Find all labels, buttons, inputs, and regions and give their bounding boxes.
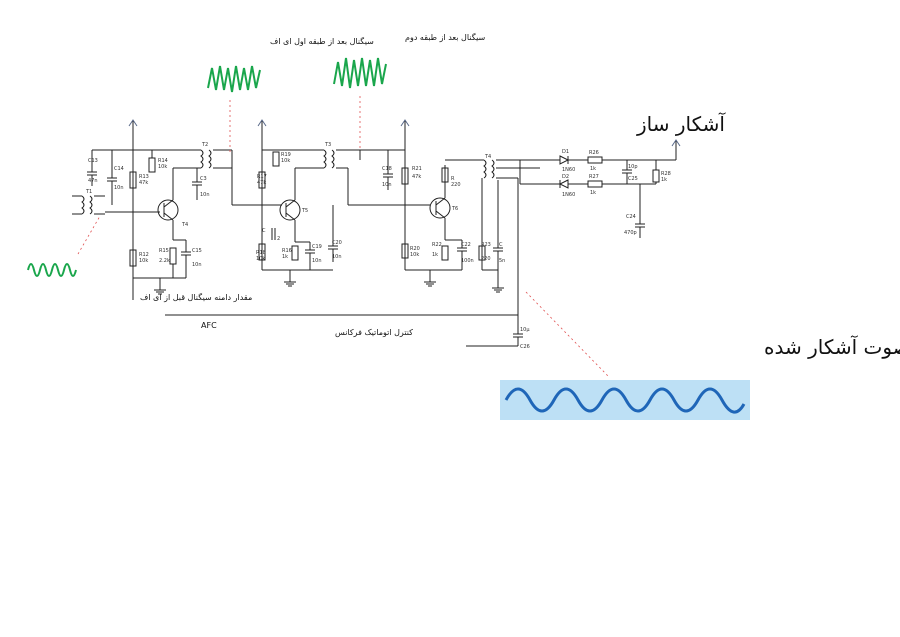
transformer-t2: T2 bbox=[200, 142, 212, 169]
stage-3-amplifier: C18 10n R21 47k R20 10k T6 R 220 R22 1k bbox=[360, 119, 505, 293]
r26-value: 1k bbox=[590, 166, 596, 172]
c14-value: 10n bbox=[114, 185, 124, 191]
r20-value: 10k bbox=[410, 252, 419, 258]
annotation-stage2: سیگنال بعد از طبقه دوم bbox=[333, 32, 486, 150]
c14-label: C14 bbox=[114, 166, 124, 172]
detector-section: D1 1N60 D2 1N60 R26 1k R27 1k 10p C25 bbox=[466, 139, 681, 350]
t1-label: T1 bbox=[85, 189, 92, 195]
t4-xfmr-label: T4 bbox=[484, 154, 491, 160]
annotation-stage1: سیگنال بعد از طبقه اول ای اف bbox=[207, 36, 374, 155]
c-small-value: 5n bbox=[499, 258, 505, 264]
c18-value: 10n bbox=[382, 182, 392, 188]
transistor-t5: T5 bbox=[279, 199, 308, 221]
r23-value: 220 bbox=[481, 256, 491, 262]
diode-d2: D2 1N60 bbox=[558, 174, 575, 198]
c22-value: 100n bbox=[461, 258, 474, 264]
transistor-t6: T6 bbox=[429, 197, 458, 219]
c-label: C bbox=[262, 228, 266, 234]
r17-label: R17 bbox=[257, 174, 267, 180]
c-value: 2 bbox=[277, 236, 280, 242]
r18-label: R18 bbox=[256, 250, 266, 256]
t3-label: T3 bbox=[324, 142, 331, 148]
r16-value: 1k bbox=[282, 254, 288, 260]
t4-label: T4 bbox=[181, 222, 188, 228]
c20-label: C20 bbox=[332, 240, 342, 246]
c26-value: 10μ bbox=[520, 327, 530, 333]
transformer-t4: T4 bbox=[483, 154, 495, 179]
r20-label: R20 bbox=[410, 246, 420, 252]
r15-value: 2.2k bbox=[159, 258, 170, 264]
transformer-t1: T1 bbox=[72, 189, 105, 215]
d2-label: D2 bbox=[562, 174, 569, 180]
r28-label: R28 bbox=[661, 171, 671, 177]
r27-label: R27 bbox=[589, 174, 599, 180]
r-value: 220 bbox=[451, 182, 461, 188]
r22-value: 1k bbox=[432, 252, 438, 258]
r19-label: R19 bbox=[281, 152, 291, 158]
signal-after-if1-label: سیگنال بعد از طبقه اول ای اف bbox=[270, 36, 374, 46]
c25-label: C25 bbox=[628, 176, 638, 182]
detected-audio-label: صوت آشکار شده bbox=[764, 334, 900, 359]
afc-label: AFC bbox=[201, 321, 217, 330]
transformer-t3: T3 bbox=[323, 142, 335, 169]
d1-label: D1 bbox=[562, 149, 569, 155]
r21-value: 47k bbox=[412, 174, 421, 180]
stage-1-if-amplifier: T1 C13 47n C14 10n R13 47k R14 10k bbox=[72, 119, 233, 300]
transistor-t4: T4 bbox=[157, 199, 188, 228]
r26-label: R26 bbox=[589, 150, 599, 156]
r16-label: R16 bbox=[282, 248, 292, 254]
t6-label: T6 bbox=[451, 206, 458, 212]
annotation-input: مقدار دامنه سیگنال قبل از ای اف bbox=[27, 215, 252, 302]
r27-value: 1k bbox=[590, 190, 596, 196]
c20-value: 10n bbox=[332, 254, 342, 260]
input-wave bbox=[27, 263, 77, 277]
r18-value: 10k bbox=[256, 256, 265, 262]
c24-value: 470p bbox=[624, 230, 637, 236]
c13-label: C13 bbox=[88, 158, 98, 164]
c19-value: 10n bbox=[312, 258, 322, 264]
c19-label: C19 bbox=[312, 244, 322, 250]
r23-label: R23 bbox=[481, 242, 491, 248]
r14-value: 10k bbox=[158, 164, 167, 170]
t5-label: T5 bbox=[301, 208, 308, 214]
r21-label: R21 bbox=[412, 166, 422, 172]
c24-label: C24 bbox=[626, 214, 636, 220]
r28-value: 1k bbox=[661, 177, 667, 183]
d2-value: 1N60 bbox=[562, 192, 575, 198]
diode-d1: D1 1N60 bbox=[559, 149, 575, 173]
c3-label: C3 bbox=[200, 176, 207, 182]
r12-label: R12 bbox=[139, 252, 149, 258]
afc-persian-label: کنترل اتوماتیک فرکانس bbox=[335, 328, 413, 337]
signal-after-stage2-label: سیگنال بعد از طبقه دوم bbox=[405, 32, 486, 42]
c-small-label: C bbox=[499, 242, 503, 248]
d1-value: 1N60 bbox=[562, 167, 575, 173]
r13-value: 47k bbox=[139, 180, 148, 186]
c18-label: C18 bbox=[382, 166, 392, 172]
r14-label: R14 bbox=[158, 158, 168, 164]
signal-before-if-label: مقدار دامنه سیگنال قبل از ای اف bbox=[140, 292, 252, 302]
r-label: R bbox=[451, 176, 455, 182]
r12-value: 10k bbox=[139, 258, 148, 264]
c22-label: C22 bbox=[461, 242, 471, 248]
c13-value: 47n bbox=[88, 178, 98, 184]
r19-value: 10k bbox=[281, 158, 290, 164]
t2-label: T2 bbox=[201, 142, 208, 148]
c15-value: 10n bbox=[192, 262, 202, 268]
stage-2-if-amplifier: R19 10k R17 47k T5 C 2 R18 10k R16 1k bbox=[231, 119, 430, 287]
detector-title: آشکار ساز bbox=[636, 111, 726, 136]
audio-wave bbox=[504, 387, 746, 414]
stage1-wave bbox=[207, 65, 261, 93]
r15-label: R15 bbox=[159, 248, 169, 254]
afc-line: AFC کنترل اتوماتیک فرکانس bbox=[165, 314, 518, 337]
c25-value: 10p bbox=[628, 164, 638, 170]
c26-label: C26 bbox=[520, 344, 530, 350]
r17-value: 47k bbox=[257, 180, 266, 186]
r13-label: R13 bbox=[139, 174, 149, 180]
audio-output: صوت آشکار شده bbox=[500, 291, 900, 420]
stage2-wave bbox=[333, 57, 387, 89]
r22-label: R22 bbox=[432, 242, 442, 248]
c15-label: C15 bbox=[192, 248, 202, 254]
c3-value: 10n bbox=[200, 192, 210, 198]
